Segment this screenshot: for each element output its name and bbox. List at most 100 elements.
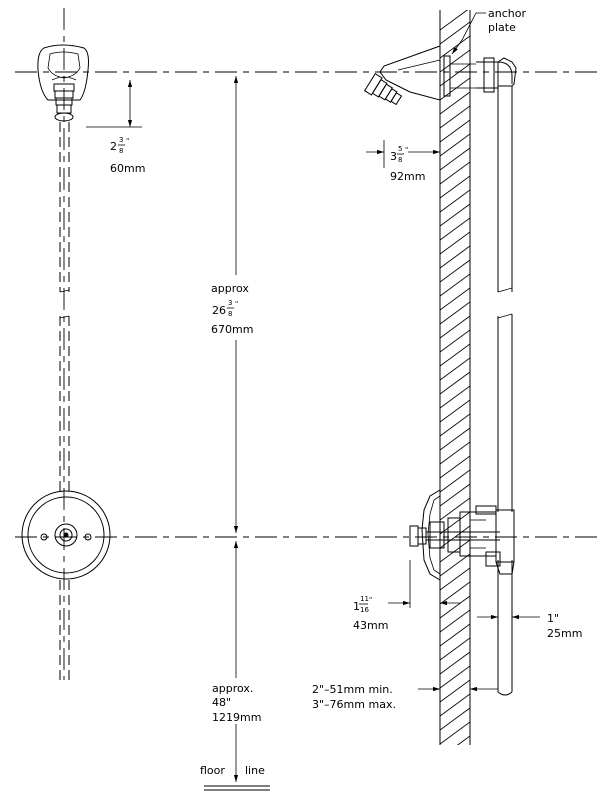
riser-pipe-front (59, 122, 70, 680)
hatch-line (440, 581, 470, 605)
shower-head-side (363, 45, 476, 106)
dim-head-num: 3 (119, 136, 123, 144)
valve-side (409, 489, 515, 581)
hatch-line (440, 651, 470, 675)
hatch-line (440, 525, 470, 549)
dim-valve-unit: " (369, 596, 372, 604)
dim-pipe-diameter: 1" 25mm (477, 612, 582, 640)
hatch-line (440, 63, 470, 87)
hatch-line (440, 623, 470, 647)
dim-vert-unit: " (235, 300, 238, 308)
hatch-line (440, 259, 470, 283)
dim-projection: 3 5 8 " 92mm (366, 140, 440, 183)
dim-proj-num: 5 (398, 145, 402, 153)
anchor-plate-label: anchor plate (451, 7, 526, 55)
hatch-line (440, 35, 470, 59)
wall-hatching (440, 10, 470, 745)
hatch-line (440, 301, 470, 325)
dim-floor-in: 48" (212, 696, 231, 709)
shower-head-front (37, 44, 89, 122)
dim-vert-mm: 670mm (211, 323, 253, 336)
hatch-line (440, 679, 470, 703)
dim-head-whole: 2 (110, 140, 117, 153)
dim-head-drop: 2 3 8 " 60mm (86, 80, 145, 175)
hatch-line (440, 399, 470, 423)
hatch-line (440, 665, 470, 689)
hatch-line (440, 483, 470, 507)
hatch-line (440, 343, 470, 367)
hatch-line (440, 371, 470, 395)
hatch-line (440, 315, 470, 339)
dim-valve-to-floor: approx. 48" 1219mm floor line (200, 541, 270, 791)
dim-proj-unit: " (405, 146, 408, 154)
hatch-line (440, 245, 470, 269)
dim-head-den: 8 (119, 147, 123, 155)
hatch-line (440, 49, 470, 73)
dim-pipe-mm: 25mm (547, 627, 582, 640)
riser-pipe-side (476, 57, 517, 696)
dim-proj-den: 8 (398, 156, 402, 164)
hatch-line (456, 735, 470, 745)
hatch-line (440, 119, 470, 143)
dim-floor-mm: 1219mm (212, 711, 261, 724)
hatch-line (440, 147, 470, 171)
dim-vert-den: 8 (228, 310, 232, 318)
hatch-line (440, 469, 470, 493)
hatch-line (440, 231, 470, 255)
dim-valve-mm: 43mm (353, 619, 388, 632)
hatch-line (440, 553, 470, 577)
hatch-line (440, 21, 470, 45)
hatch-line (440, 217, 470, 241)
hatch-line (440, 329, 470, 353)
hatch-line (440, 595, 470, 619)
hatch-line (440, 707, 470, 731)
hatch-line (440, 567, 470, 591)
hatch-line (440, 721, 470, 745)
hatch-line (440, 175, 470, 199)
dim-head-unit: " (126, 137, 129, 145)
dim-wall-depth: 2"–51mm min. 3"–76mm max. (312, 683, 498, 711)
hatch-line (440, 273, 470, 297)
dim-valve-den: 16 (360, 606, 369, 614)
hatch-line (440, 385, 470, 409)
valve-escutcheon-front (21, 490, 111, 580)
hatch-line (440, 511, 470, 535)
hatch-line (440, 497, 470, 521)
dim-pipe-in: 1" (547, 612, 559, 625)
centerlines (15, 8, 600, 680)
hatch-line (440, 693, 470, 717)
hatch-line (440, 133, 470, 157)
dim-valve-num: 11 (360, 595, 369, 603)
dim-proj-mm: 92mm (390, 170, 425, 183)
anchor-plate-text-2: plate (488, 21, 516, 34)
floor-line-label-1: floor (200, 764, 225, 777)
hatch-line (440, 10, 469, 31)
dim-head-mm: 60mm (110, 162, 145, 175)
hatch-line (440, 91, 470, 115)
dim-vert-whole: 26 (212, 304, 226, 317)
dim-proj-whole: 3 (390, 150, 397, 163)
hatch-line (440, 539, 470, 563)
hatch-line (440, 287, 470, 311)
dim-valve-depth: 1 11 16 " 43mm (353, 560, 460, 632)
dim-vert-num: 3 (228, 299, 232, 307)
dim-wall-min: 2"–51mm min. (312, 683, 393, 696)
hatch-line (440, 441, 470, 465)
hatch-line (440, 203, 470, 227)
hatch-line (440, 637, 470, 661)
hatch-line (440, 413, 470, 437)
dim-wall-max: 3"–76mm max. (312, 698, 396, 711)
hatch-line (440, 455, 470, 479)
wall-section (439, 10, 471, 745)
floor-line-label-2: line (245, 764, 265, 777)
dim-floor-approx: approx. (212, 682, 253, 695)
hatch-line (440, 189, 470, 213)
hatch-line (440, 357, 470, 381)
front-view (21, 44, 111, 680)
dim-vert-approx: approx (211, 282, 249, 295)
hatch-line (440, 161, 470, 185)
hatch-line (440, 609, 470, 633)
hatch-line (440, 427, 470, 451)
anchor-plate-text-1: anchor (488, 7, 526, 20)
